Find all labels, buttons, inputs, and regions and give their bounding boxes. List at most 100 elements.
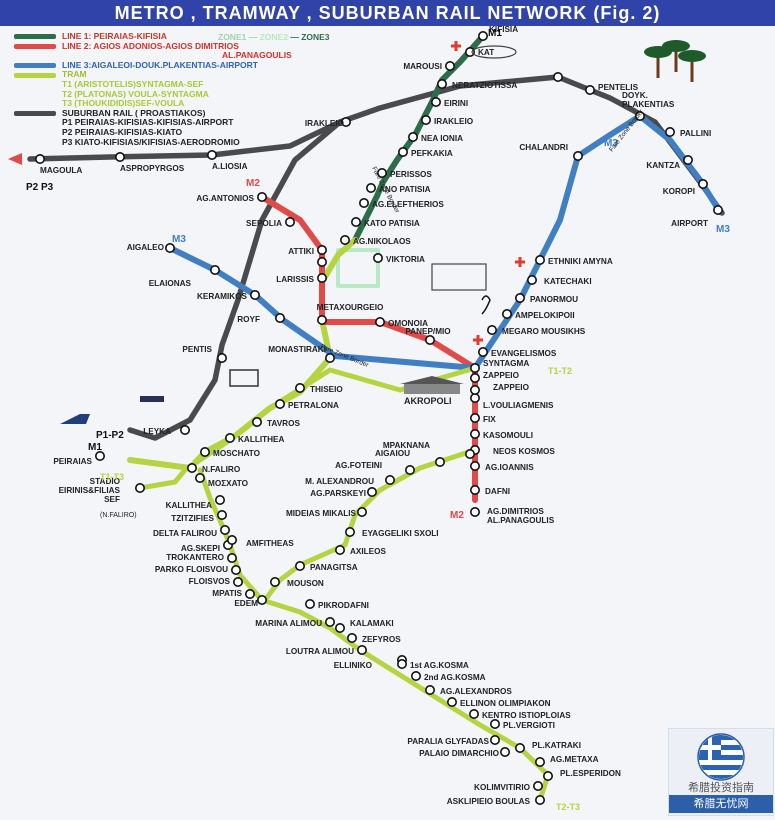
label-pl_katraki: PL.KATRAKI xyxy=(532,741,581,750)
station-zefyros xyxy=(346,632,357,643)
label-chalandri: CHALANDRI xyxy=(519,143,568,152)
label-magoula: MAGOULA xyxy=(40,166,82,175)
museum-icon xyxy=(431,263,487,291)
label-pl_esperidon: PL.ESPERIDON xyxy=(560,769,621,778)
station-panagitsa xyxy=(294,560,305,571)
label-kantza: KANTZA xyxy=(646,161,680,170)
label-aigaiou: AIGAIOU xyxy=(375,449,410,458)
label-viktoria: VIKTORIA xyxy=(386,255,425,264)
station-m_alexandrou xyxy=(384,474,395,485)
tag-p1p2: P1-P2 xyxy=(96,430,124,441)
station-douk xyxy=(634,111,645,122)
labels-layer: KIFISIAKATMAROUSINERATZIOTISSAEIRINIIRAK… xyxy=(26,26,730,812)
label-thiseio: THISEIO xyxy=(310,385,343,394)
label-sepolia: SEPOLIA xyxy=(246,219,282,228)
station-viktoria xyxy=(372,253,383,264)
station-zappeio xyxy=(469,372,480,383)
label-ag_kosma1: 1st AG.KOSMA xyxy=(410,661,469,670)
station-kifisia xyxy=(477,30,488,41)
station-delta_falirou xyxy=(220,524,231,535)
label-kasomouli: KASOMOULI xyxy=(483,431,533,440)
label-evangelismos: EVANGELISMOS xyxy=(491,349,557,358)
label-marina_alimou: MARINA ALIMOU xyxy=(255,619,322,628)
station-nea_ionia xyxy=(407,132,418,143)
label-trokantero: TROKANTERO xyxy=(166,553,224,562)
label-parko_floisvou: PARKO FLOISVOU xyxy=(155,565,228,574)
zone-key: ZONE1 — ZONE2 — ZONE3 xyxy=(218,32,330,42)
tag-p2p3: P2 P3 xyxy=(26,182,54,193)
station-aigaleo xyxy=(165,243,176,254)
label-kentro: KENTRO ISTIOPLOIAS xyxy=(482,711,571,720)
station-pallini xyxy=(664,127,675,138)
label-eyaggeliki: EYAGGELIKI SXOLI xyxy=(362,529,439,538)
station-loutra_alimou xyxy=(356,644,367,655)
hospital-cross-icon xyxy=(451,41,461,51)
label-leyka: LEYKA xyxy=(143,427,171,436)
tag-m3-end: M3 xyxy=(716,224,730,235)
label-attiki: ATTIKI xyxy=(288,247,314,256)
label-nea_ionia: NEA IONIA xyxy=(421,134,463,143)
station-omonoia xyxy=(374,316,385,327)
legend-t2: T2 (PLATONAS) VOULA-SYNTAGMA xyxy=(62,88,209,99)
station-perissos xyxy=(376,168,387,179)
station-ag_kosma1 xyxy=(396,658,407,669)
station-panormou xyxy=(514,292,525,303)
station-asklipieio xyxy=(534,794,545,805)
station-evangelismos xyxy=(477,346,488,357)
station-larissis xyxy=(316,272,327,283)
station-syntagma xyxy=(469,362,480,373)
label-airport: AIRPORT xyxy=(671,219,708,228)
tree-canopy-icon xyxy=(678,50,706,62)
station-ag_alexandros xyxy=(424,684,435,695)
watermark-line2: 希腊无忧网 xyxy=(669,795,773,813)
station-kentro xyxy=(468,708,479,719)
label-monastiraki: MONASTIRAKI xyxy=(268,345,326,354)
temple-icon xyxy=(229,369,259,387)
label-amfitheas: AMFITHEAS xyxy=(246,539,294,548)
label-irakleio_sub: IRAKLEIO xyxy=(305,119,345,128)
station-pl_katraki xyxy=(514,742,525,753)
station-petralona xyxy=(274,398,285,409)
station-megaro xyxy=(486,324,497,335)
label-a_liosia: A.LIOSIA xyxy=(212,162,248,171)
station-moschato xyxy=(200,446,211,457)
label-edem: EDEM xyxy=(234,599,258,608)
station-zappeio2 xyxy=(469,384,480,395)
tag-m3-left: M3 xyxy=(172,234,186,245)
tram-syntagma-south xyxy=(262,447,478,603)
label-pallini: PALLINI xyxy=(680,129,711,138)
label-n-faliro-small: (N.FALIRO) xyxy=(100,512,137,519)
label-paralia: PARALIA GLYFADAS xyxy=(407,737,489,746)
legend-line2-cont: AL.PANAGOULIS xyxy=(222,50,292,61)
station-pikrodafni xyxy=(304,598,315,609)
station-a_liosia xyxy=(207,150,218,161)
label-delta_falirou: DELTA FALIROU xyxy=(153,529,217,538)
line2 xyxy=(259,194,478,503)
tree-icon xyxy=(674,50,678,72)
stadium-icon xyxy=(471,45,517,59)
legend-line2: LINE 2: AGIOS ADONIOS-AGIOS DIMITRIOS xyxy=(14,41,292,52)
label-pikrodafni: PIKRODAFNI xyxy=(318,601,369,610)
station-larissa_sub xyxy=(316,256,327,267)
legend-tram: TRAM xyxy=(14,70,292,80)
legend-t1: T1 (ARISTOTELIS)SYNTAGMA-SEF xyxy=(62,78,204,89)
label-keramikos: KERAMIKOS xyxy=(197,292,248,301)
station-mouson xyxy=(269,576,280,587)
legend-suburban: SUBURBAN RAIL ( PROASTIAKOS) xyxy=(14,108,292,119)
label-mpaknana: MPAKNANA xyxy=(383,441,430,450)
label-panagitsa: PANAGITSA xyxy=(310,563,358,572)
tag-m2-bottom: M2 xyxy=(450,510,464,521)
label-metaxourgeio: METAXOURGEIO xyxy=(317,303,384,312)
station-dafni xyxy=(469,484,480,495)
label-ag_alexandros: AG.ALEXANDROS xyxy=(440,687,512,696)
label-pefkakia: PEFKAKIA xyxy=(411,149,453,158)
station-aigaiou xyxy=(434,456,445,467)
station-kolimvitirio xyxy=(532,780,543,791)
label-douk: DOYK.PLAKENTIAS xyxy=(622,91,675,109)
station-axileos xyxy=(334,544,345,555)
label-mpatis: MPATIS xyxy=(212,589,242,598)
route-lines xyxy=(27,33,725,803)
line1-green xyxy=(352,33,486,243)
station-mideias xyxy=(356,506,367,517)
